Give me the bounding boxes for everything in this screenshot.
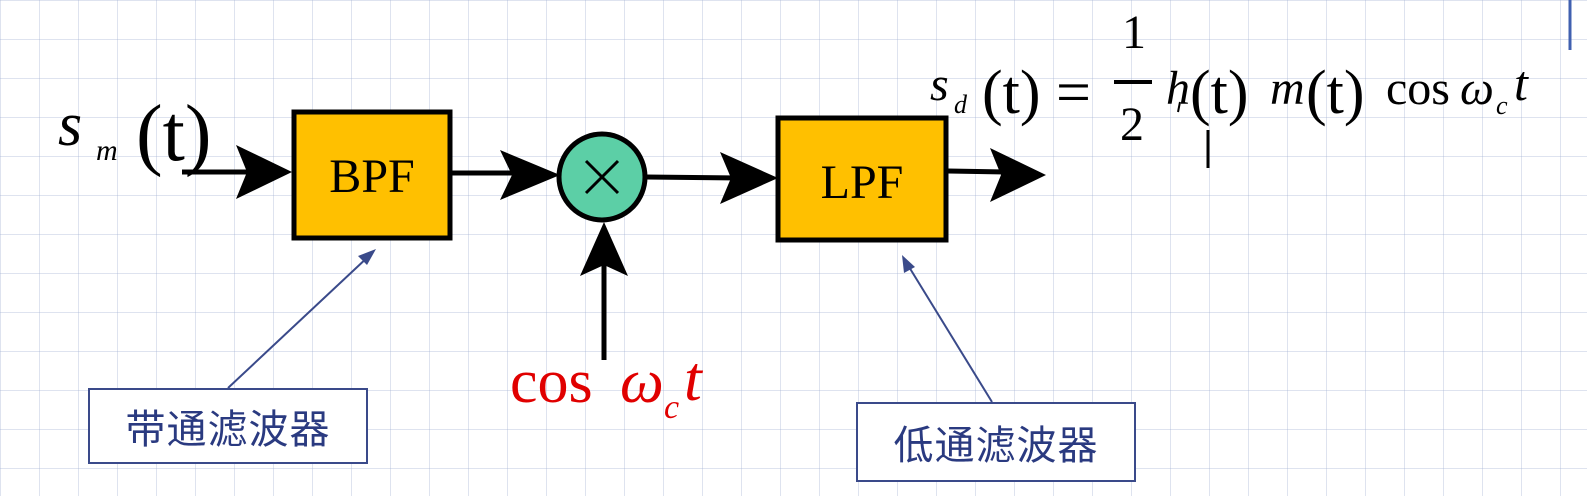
output-m: m (1270, 62, 1305, 115)
output-cos: cos (1386, 62, 1450, 115)
input-arrow (182, 145, 292, 199)
multiply-circle-icon (584, 159, 620, 195)
bpf-to-mixer-arrow (452, 150, 560, 200)
output-formula: s d (t) = 1 2 h (t) m (t) cos ω c t (930, 6, 1529, 151)
output-mt: (t) (1306, 59, 1365, 127)
output-s: s (930, 58, 949, 111)
bpf-block-label: BPF (329, 150, 414, 203)
output-arrow (947, 148, 1046, 202)
lpf-pointer (902, 255, 993, 403)
input-signal-label: s m (t) (58, 90, 212, 178)
arrow-head-icon (902, 255, 915, 273)
output-subscript: d (954, 90, 968, 119)
carrier-omega: ω (620, 348, 664, 416)
mixer-block (556, 131, 648, 223)
carrier-arrow (580, 222, 628, 360)
bpf-callout-label: 带通滤波器 (88, 388, 368, 464)
input-s: s (58, 91, 82, 159)
output-t: t (1514, 55, 1529, 111)
lpf-block: LPF (775, 115, 949, 243)
carrier-label: cos ω c t (510, 343, 704, 426)
carrier-t: t (684, 343, 704, 414)
arrow-head-icon (500, 150, 560, 200)
bpf-pointer (227, 249, 376, 389)
carrier-cos: cos (510, 348, 593, 416)
lpf-block-label: LPF (821, 156, 904, 209)
mixer-to-lpf-arrow (645, 152, 778, 204)
lpf-callout-label: 低通滤波器 (856, 402, 1136, 482)
input-subscript: m (96, 134, 118, 167)
output-frac-den: 2 (1120, 98, 1144, 151)
arrow-head-icon (580, 222, 628, 276)
output-h: h (1166, 62, 1190, 115)
input-argument: (t) (136, 90, 212, 178)
bpf-block: BPF (291, 109, 453, 241)
output-ht: (t) (1190, 59, 1249, 127)
formula-artifacts (1177, 0, 1572, 168)
carrier-subscript: c (664, 389, 679, 426)
arrow-head-icon (990, 148, 1046, 202)
output-frac-num: 1 (1122, 6, 1146, 59)
arrow-head-icon (720, 152, 778, 204)
arrow-head-icon (358, 249, 376, 265)
output-eq-left: (t) = (982, 59, 1091, 127)
output-omega: ω (1460, 62, 1494, 115)
arrow-head-icon (236, 145, 292, 199)
output-subscript-c: c (1496, 91, 1508, 120)
